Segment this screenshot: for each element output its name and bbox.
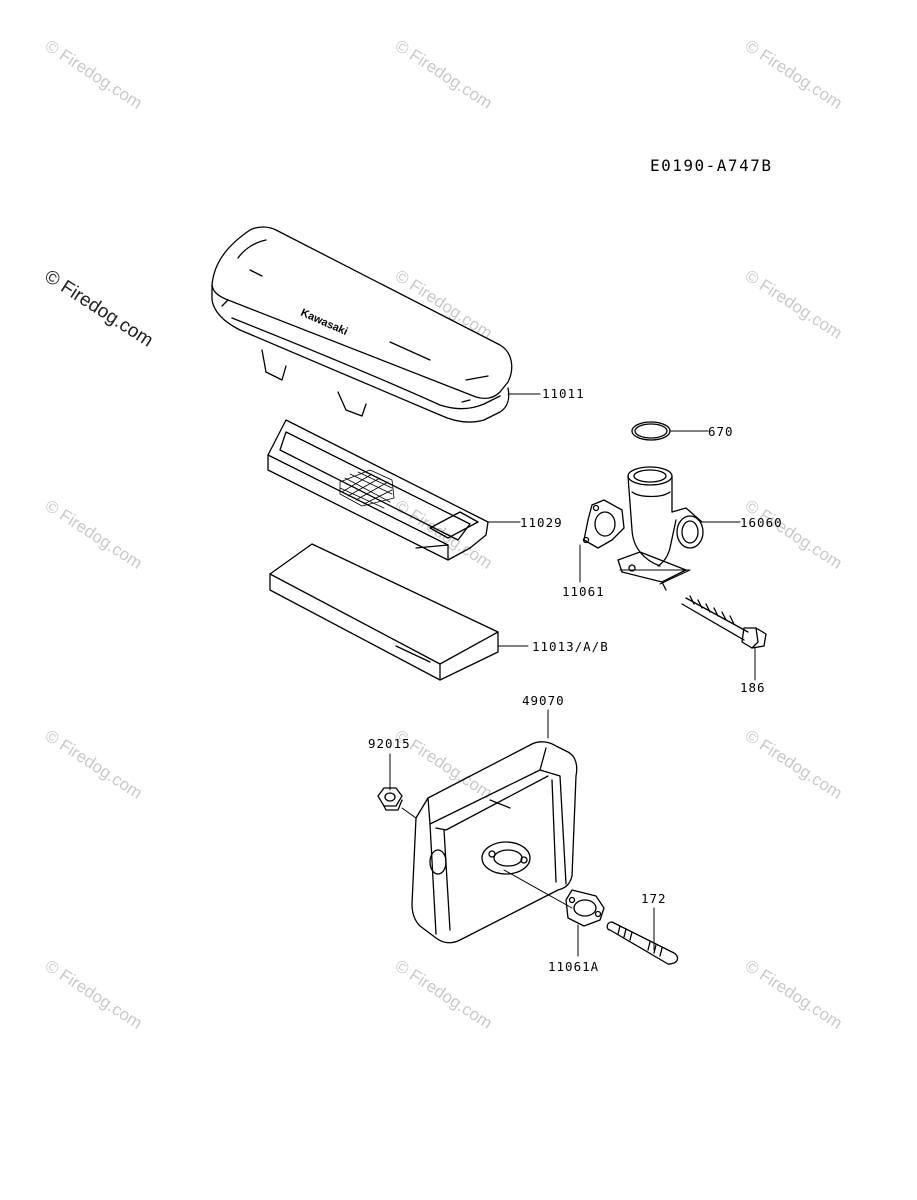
part-label-11013: 11013/A/B <box>532 639 609 654</box>
part-label-172: 172 <box>641 891 667 906</box>
o-ring-inner <box>634 423 668 439</box>
bolt <box>681 595 767 649</box>
gasket <box>582 499 625 549</box>
stud <box>606 921 679 965</box>
filter-mesh <box>339 469 395 509</box>
part-label-11061A: 11061A <box>548 959 599 974</box>
foam-element <box>269 543 499 681</box>
muffler <box>411 741 578 944</box>
air-filter-element <box>267 419 489 561</box>
part-label-186: 186 <box>740 680 766 695</box>
nut <box>377 787 403 811</box>
part-label-11011: 11011 <box>542 386 585 401</box>
o-ring <box>631 421 671 441</box>
part-label-92015: 92015 <box>368 736 411 751</box>
diagram-code: E0190-A747B <box>650 156 772 175</box>
elbow-pipe <box>617 466 704 591</box>
muffler-gasket <box>565 889 605 927</box>
cover-brand-text: Kawasaki <box>299 307 350 338</box>
part-label-670: 670 <box>708 424 734 439</box>
part-label-11029: 11029 <box>520 515 563 530</box>
part-label-16060: 16060 <box>740 515 783 530</box>
part-label-11061: 11061 <box>562 584 605 599</box>
air-cleaner-cover <box>211 226 513 423</box>
part-label-49070: 49070 <box>522 693 565 708</box>
leader-lines <box>389 393 756 957</box>
